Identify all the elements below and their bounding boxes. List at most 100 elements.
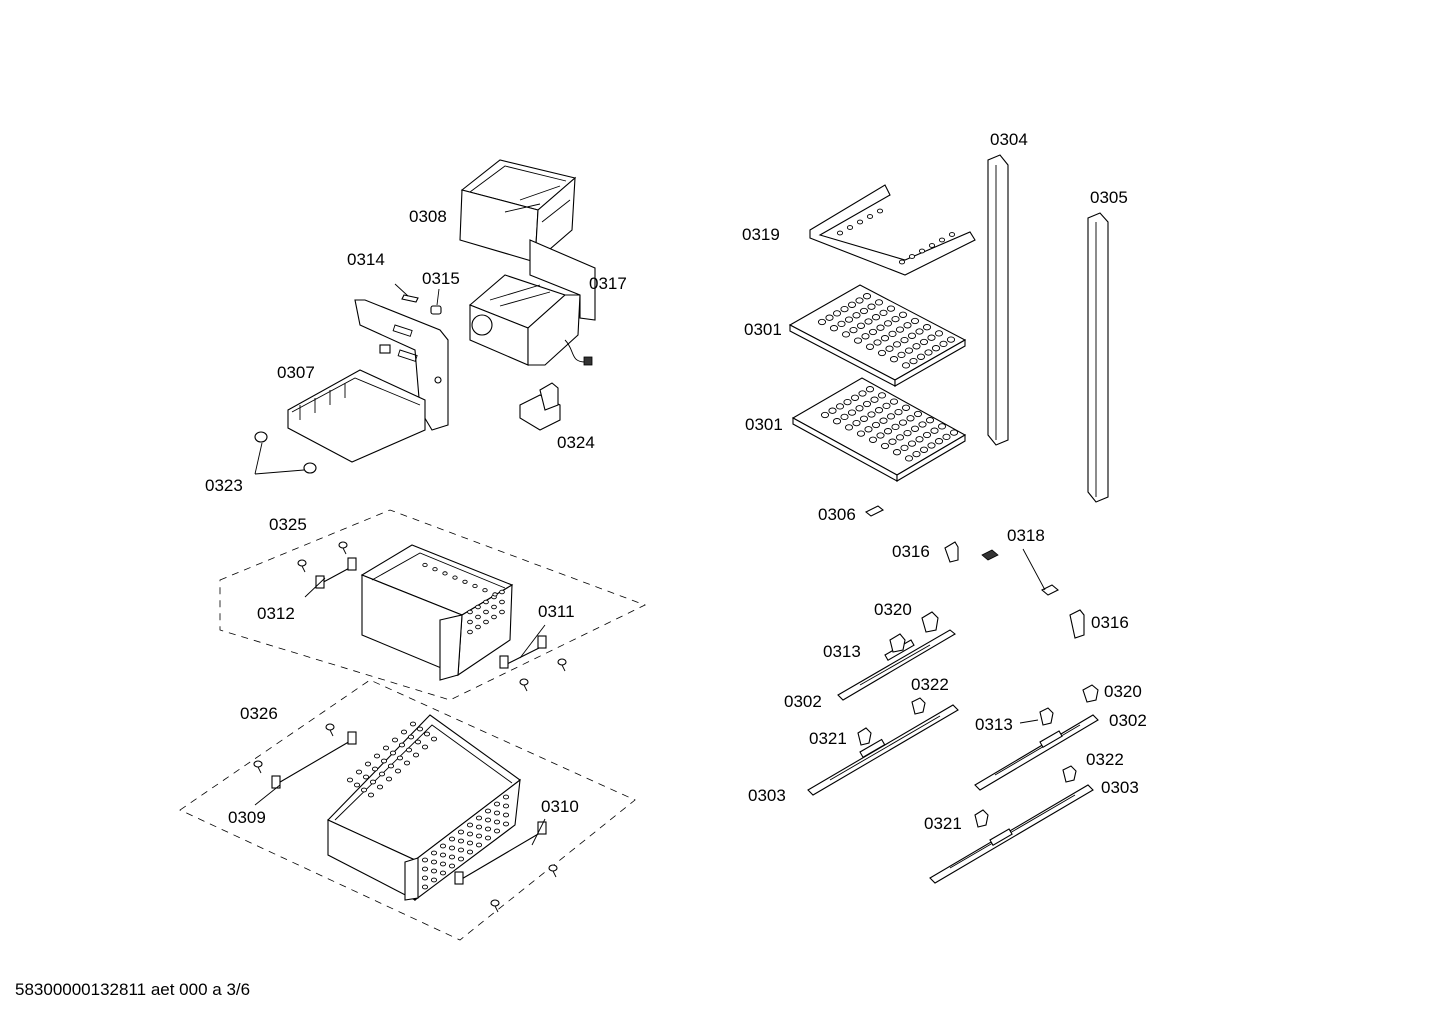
drawer-hole <box>491 614 497 620</box>
shelf-hole <box>825 314 834 321</box>
drawer-hole <box>421 884 429 890</box>
part-0306-clip <box>864 505 885 517</box>
shelf-hole <box>856 322 866 329</box>
drawer-hole <box>389 750 397 756</box>
drawer-hole <box>421 866 429 872</box>
drawer-hole <box>493 828 501 834</box>
shelf-hole <box>927 442 936 449</box>
label-0317: 0317 <box>589 274 627 293</box>
shelf-hole <box>880 335 890 342</box>
shelf-hole <box>864 318 873 325</box>
leader-lines <box>254 283 1046 846</box>
part-0318-clip-a <box>981 549 999 561</box>
shelf-hole <box>837 320 846 328</box>
shelf-hole <box>912 450 921 458</box>
label-0322-a: 0322 <box>911 675 949 694</box>
label-0325: 0325 <box>269 515 307 534</box>
shelf-hole <box>949 429 959 436</box>
shelf-hole <box>900 444 909 452</box>
drawer-hole <box>423 731 431 737</box>
shelf-hole <box>835 403 845 410</box>
shelf-hole <box>898 259 906 265</box>
label-0326: 0326 <box>240 704 278 723</box>
part-0322-clip-b <box>1062 765 1077 783</box>
drawer-hole <box>466 831 474 837</box>
screw-icon <box>519 678 529 692</box>
drawer-hole <box>475 614 481 620</box>
part-0320-clip-a <box>921 611 939 633</box>
drawer-hole <box>439 852 447 858</box>
shelf-hole <box>876 324 885 331</box>
shelf-hole <box>916 353 926 360</box>
drawer-hole <box>391 737 399 743</box>
label-0320-a: 0320 <box>874 600 912 619</box>
label-0302-a: 0302 <box>784 692 822 711</box>
shelf-hole <box>892 449 902 456</box>
part-0319-shelf-frame <box>809 184 976 276</box>
drawer-hole <box>483 599 489 605</box>
screw-icon <box>297 559 307 573</box>
shelf-hole <box>888 438 897 445</box>
shelf-hole <box>912 343 921 350</box>
drawer-hole <box>364 761 372 767</box>
shelf-hole <box>853 337 863 344</box>
shelf-hole <box>895 326 905 333</box>
shelf-hole <box>901 404 911 411</box>
shelf-hole <box>829 325 839 332</box>
shelf-hole <box>907 332 917 339</box>
label-0314: 0314 <box>347 250 385 269</box>
label-0306: 0306 <box>818 505 856 524</box>
drawer-hole <box>387 763 395 769</box>
shelf-hole <box>870 396 879 403</box>
shelf-hole <box>859 307 869 315</box>
part-0313-clip-b <box>1039 707 1054 726</box>
label-0301-a: 0301 <box>744 320 782 339</box>
part-0322-clip-a <box>911 697 926 715</box>
part-0307-housing <box>287 299 449 463</box>
shelf-hole <box>904 455 914 462</box>
part-0309-slide <box>271 731 357 789</box>
drawer-hole <box>493 810 501 816</box>
part-0312-slide <box>315 557 357 589</box>
drawer-hole <box>430 868 438 874</box>
drawer-hole <box>475 824 483 830</box>
shelf-hole <box>865 343 875 350</box>
label-0303-a: 0303 <box>748 786 786 805</box>
shelf-hole <box>856 219 864 225</box>
drawer-hole <box>492 592 498 597</box>
shelf-hole <box>858 390 867 397</box>
shelf-hole <box>820 411 830 419</box>
shelf-hole <box>867 303 876 310</box>
drawer-hole <box>439 870 447 876</box>
shelf-hole <box>946 336 956 343</box>
drawer-hole <box>502 803 510 809</box>
label-0318: 0318 <box>1007 526 1045 545</box>
label-0308: 0308 <box>409 207 447 226</box>
drawer-hole <box>475 624 481 630</box>
drawer-hole <box>493 819 501 825</box>
drawer-hole <box>484 835 492 841</box>
drawer-hole <box>394 768 402 774</box>
part-0321-clip-b <box>974 809 989 828</box>
drawer-hole <box>484 808 492 814</box>
shelf-hole <box>876 432 885 439</box>
part-0324-bracket <box>519 382 561 431</box>
part-0320-clip-b <box>1082 684 1099 703</box>
label-0313-a: 0313 <box>823 642 861 661</box>
drawer-hole <box>412 752 420 758</box>
drawer-hole <box>493 801 501 807</box>
shelf-hole <box>877 349 887 357</box>
screw-icon <box>548 864 558 878</box>
shelf-hole <box>928 243 936 248</box>
shelf-hole <box>871 421 881 429</box>
shelf-hole <box>855 297 864 304</box>
part-0323-caps <box>254 431 317 474</box>
screw-icon <box>325 723 335 737</box>
shelf-hole <box>850 394 860 401</box>
screw-icon <box>490 899 500 913</box>
shelf-hole <box>908 254 916 259</box>
label-0312: 0312 <box>257 604 295 623</box>
shelf-hole <box>898 419 908 426</box>
drawer-hole <box>448 863 456 869</box>
label-0309: 0309 <box>228 808 266 827</box>
